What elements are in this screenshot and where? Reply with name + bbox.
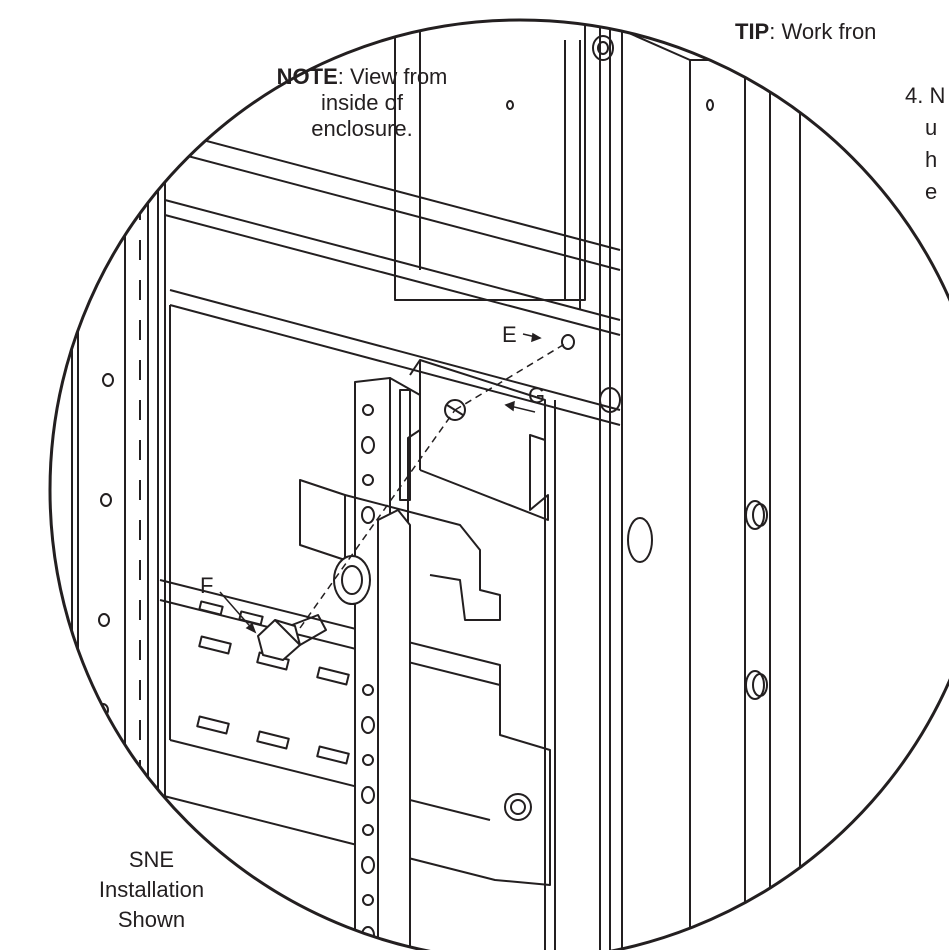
installation-caption: SNE Installation Shown: [84, 845, 219, 935]
right-vertical-channel: [506, 20, 801, 950]
note-text: NOTE: View from inside of enclosure.: [276, 64, 448, 141]
callout-F: F: [200, 573, 214, 598]
caption-line: Installation: [98, 877, 205, 902]
left-frame-post: [50, 20, 166, 950]
bolt-F: [257, 614, 327, 661]
back-panel: [169, 305, 556, 950]
upper-horizontal-rail: [164, 20, 621, 426]
arrow-E: [522, 332, 542, 343]
mounting-rail: [354, 377, 421, 950]
arrow-F: [219, 591, 257, 634]
step-line: u: [925, 115, 938, 140]
step-line: h: [925, 147, 938, 172]
arrow-G: [504, 400, 536, 413]
alignment-line: [299, 334, 575, 629]
detail-circle: [48, 18, 949, 950]
step-number: 4. N: [905, 83, 946, 108]
step-instruction: 4. N u h e: [905, 80, 945, 208]
tip-text: TIP: Work fron: [735, 19, 877, 44]
callout-E: E: [502, 322, 517, 347]
caption-line: Shown: [117, 907, 186, 932]
caption-line: SNE: [128, 847, 175, 872]
side-screws: [745, 500, 768, 700]
callout-G: G: [528, 383, 546, 408]
slotted-bracket: [159, 579, 551, 886]
step-line: e: [925, 179, 938, 204]
